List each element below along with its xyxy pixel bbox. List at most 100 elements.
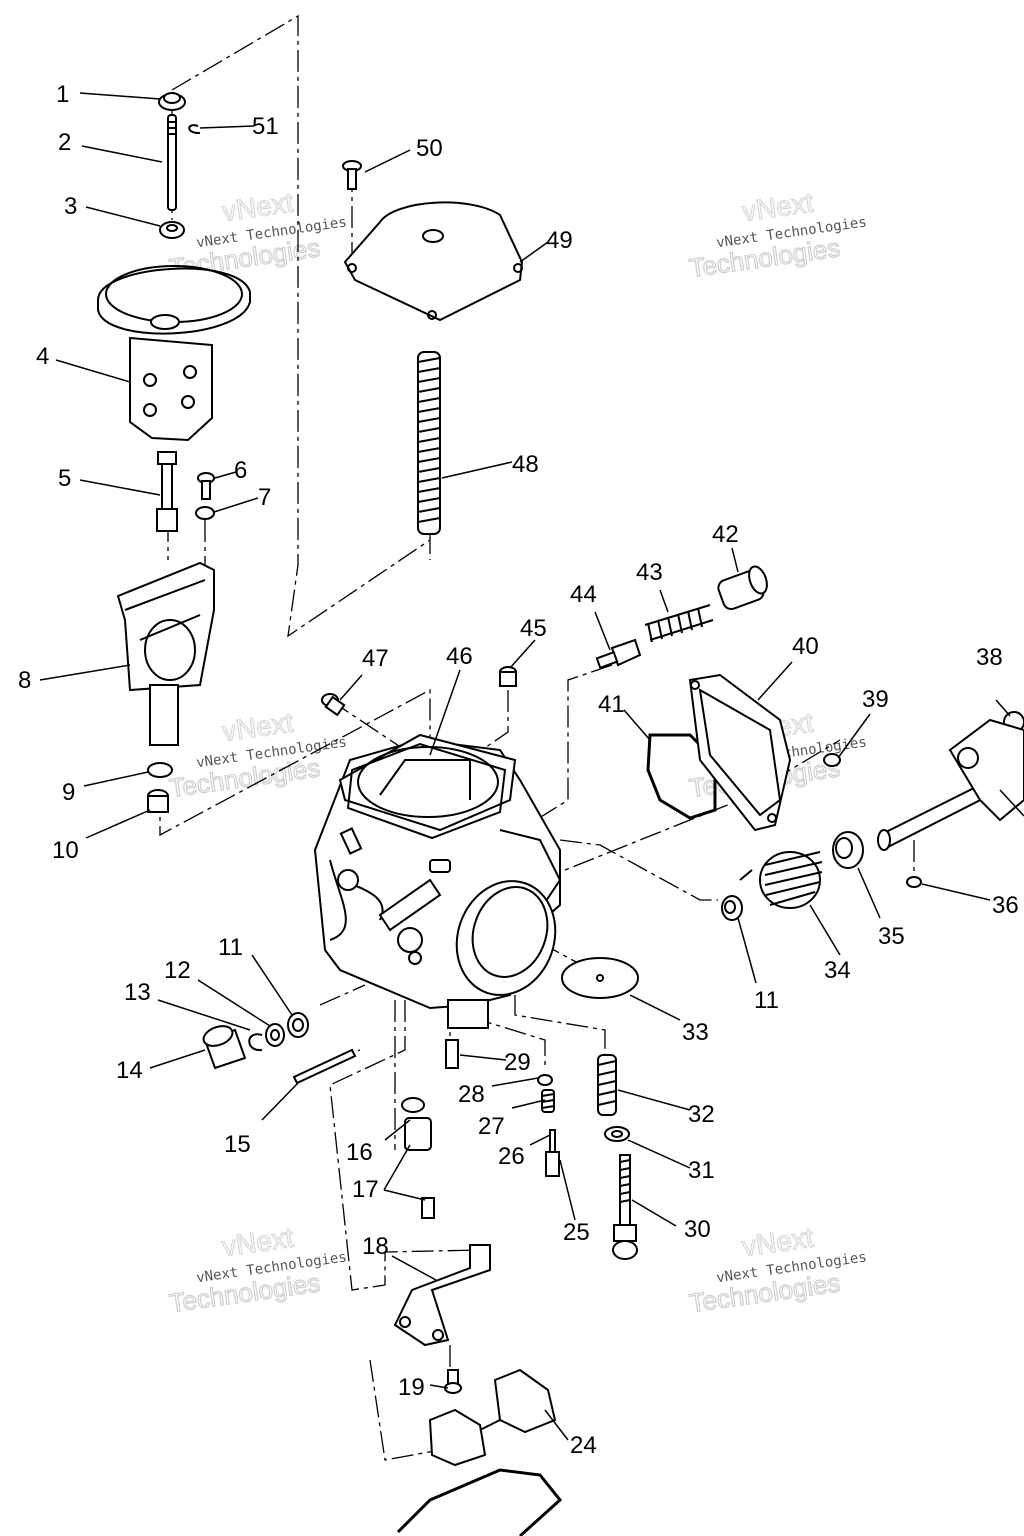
part-34-throttle-spring	[739, 851, 823, 909]
part-19-screw	[444, 1369, 462, 1394]
part-3-washer	[159, 221, 185, 239]
callout-label: 31	[688, 1157, 715, 1184]
part-1-nut	[158, 92, 186, 111]
part-17-float-valve	[404, 1117, 435, 1219]
callout-label: 2	[58, 129, 71, 156]
part-9-oring	[147, 762, 173, 778]
part-42-cap	[717, 565, 768, 611]
part-30-idle-screw	[612, 1154, 638, 1260]
part-10-nut	[147, 789, 169, 813]
guide-line	[519, 664, 613, 831]
callout-label: 46	[446, 643, 473, 670]
callout-label: 36	[992, 892, 1019, 919]
part-11-seal	[721, 895, 743, 921]
callout-label: 50	[416, 135, 443, 162]
guide-line	[539, 739, 841, 881]
part-49-top-cover	[343, 201, 524, 322]
part-35-bushing	[832, 831, 864, 869]
callout-label: 9	[62, 779, 75, 806]
callout-label: 40	[792, 633, 819, 660]
part-32-spring	[597, 1054, 617, 1116]
watermark-big-top: vNext	[740, 187, 815, 228]
watermark-big-top: vNext	[220, 187, 295, 228]
guide-line	[329, 1000, 481, 1291]
callout-label: 45	[520, 615, 547, 642]
part-29-jet	[445, 1039, 459, 1069]
callout-label: 30	[684, 1216, 711, 1243]
guide-line	[369, 1359, 441, 1461]
callout-label: 28	[458, 1081, 485, 1108]
callout-label: 7	[258, 484, 271, 511]
callout-label: 3	[64, 193, 77, 220]
part-47-bolt	[321, 693, 346, 717]
part-33-throttle-plate	[561, 957, 639, 999]
callout-label: 39	[862, 686, 889, 713]
part-40-cover-plate	[688, 673, 792, 832]
watermark-big-top: vNext	[220, 707, 295, 748]
part-18-bracket	[393, 1244, 491, 1347]
callout-label: 33	[682, 1019, 709, 1046]
callout-label: 15	[224, 1131, 251, 1158]
callout-label: 43	[636, 559, 663, 586]
callout-label: 24	[570, 1432, 597, 1459]
part-5-needle-holder	[156, 451, 178, 532]
callout-label: 1	[56, 81, 69, 108]
callout-label: 48	[512, 451, 539, 478]
part-24-float	[428, 1368, 557, 1467]
watermark-big-top: vNext	[740, 1222, 815, 1263]
guide-line	[319, 984, 366, 1006]
callout-numbers: 1 2 3 4 5 6 7 8 9 10 11 12 13 14 15 16 1…	[18, 81, 1019, 1459]
carburetor-body	[313, 733, 562, 1029]
guide-line	[559, 839, 718, 901]
callout-label: 47	[362, 645, 389, 672]
callout-label: 32	[688, 1101, 715, 1128]
guide-line	[171, 14, 431, 638]
part-45-plug	[499, 666, 517, 687]
watermark-big-top: vNext	[220, 1222, 295, 1263]
part-48-spring	[417, 351, 441, 535]
part-25-screw	[545, 1151, 560, 1177]
callout-label: 38	[976, 644, 1003, 671]
callout-label: 44	[570, 581, 597, 608]
callout-label: 27	[478, 1113, 505, 1140]
callout-label: 26	[498, 1143, 525, 1170]
callout-label: 8	[18, 667, 31, 694]
callout-label: 19	[398, 1374, 425, 1401]
watermark: vNext vNext Technologies Technologies	[167, 706, 348, 804]
callout-label: 41	[598, 691, 625, 718]
part-31-washer	[604, 1126, 630, 1142]
callout-label: 16	[346, 1139, 373, 1166]
part-11-seal	[287, 1012, 309, 1038]
callout-label: 12	[164, 957, 191, 984]
callout-label: 14	[116, 1057, 143, 1084]
part-7-lock-washer	[195, 506, 215, 520]
part-51-clip	[188, 124, 201, 135]
part-46-gasket	[346, 742, 507, 840]
callout-label: 6	[234, 457, 247, 484]
part-8-slide-bracket	[116, 561, 215, 746]
part-4-diaphragm-slide	[97, 265, 251, 442]
part-43-spring	[644, 604, 714, 643]
part-41-oring-gasket	[646, 733, 717, 820]
part-throttle-shaft	[877, 718, 1024, 851]
callout-label: 11	[754, 987, 779, 1014]
callout-label: 4	[36, 343, 49, 370]
part-50-screw	[342, 160, 362, 190]
part-12-washer	[265, 1023, 285, 1047]
part-13-circlip	[248, 1033, 263, 1052]
part-36-screw	[906, 876, 922, 888]
part-2-needle-rod	[167, 114, 177, 211]
guide-line	[159, 688, 431, 837]
callout-label: 11	[218, 934, 243, 961]
callout-label: 34	[824, 957, 851, 984]
part-15-rod	[292, 1048, 357, 1085]
part-28-oring	[537, 1074, 553, 1086]
callout-label: 5	[58, 465, 71, 492]
callout-label: 51	[252, 113, 279, 140]
callout-label: 35	[878, 923, 905, 950]
float-bowl-gasket	[396, 1468, 563, 1536]
part-6-screw	[197, 472, 215, 500]
callout-label: 17	[352, 1176, 379, 1203]
watermark: vNext vNext Technologies Technologies	[687, 186, 868, 284]
